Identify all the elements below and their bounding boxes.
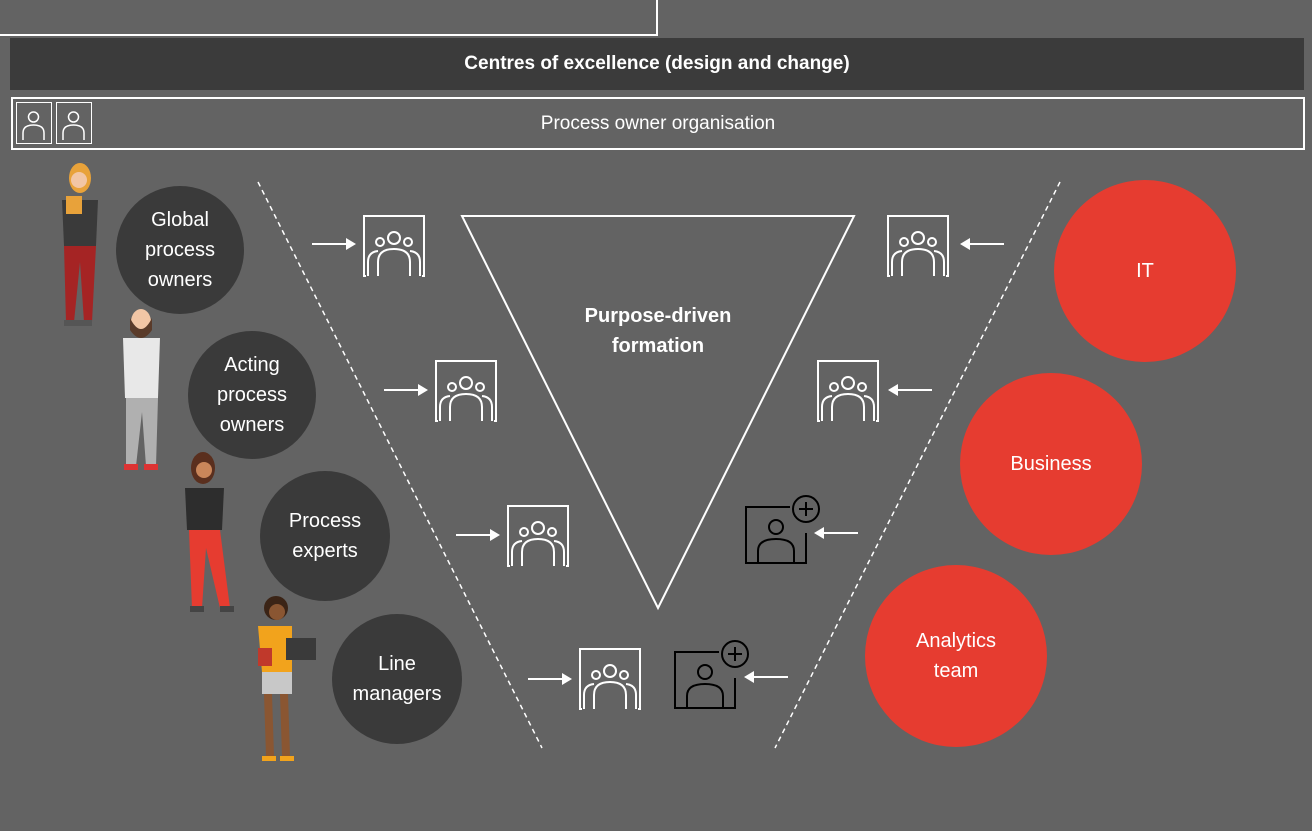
role-label: Line managers	[352, 653, 442, 705]
team-icon	[579, 648, 641, 712]
group-label: Analytics team	[915, 630, 997, 682]
arrow-right-icon	[527, 672, 573, 686]
person-icon	[56, 102, 92, 144]
role-circle-global-process-owners: Global process owners	[116, 186, 244, 314]
left-dashed-line	[257, 181, 543, 749]
person-illustration-woman-3	[258, 596, 316, 761]
right-dashed-line	[774, 181, 1061, 749]
process-owner-organisation-bar: Process owner organisation	[11, 97, 1305, 150]
arrow-left-icon	[959, 237, 1005, 251]
role-label: Process experts	[288, 510, 362, 562]
add-person-icon	[674, 640, 749, 709]
top-tab-outline	[0, 0, 658, 36]
group-circle-it: IT	[1054, 180, 1236, 362]
team-icon	[363, 215, 425, 279]
process-owner-organisation-label: Process owner organisation	[540, 112, 776, 134]
role-circle-process-experts: Process experts	[260, 471, 390, 601]
person-illustration-woman-2	[185, 452, 234, 612]
role-circle-line-managers: Line managers	[332, 614, 462, 744]
arrow-left-icon	[887, 383, 933, 397]
team-icon	[817, 360, 879, 424]
person-illustration-woman-1	[62, 163, 98, 326]
arrow-right-icon	[311, 237, 357, 251]
team-icon	[507, 505, 569, 569]
arrow-left-icon	[743, 670, 789, 684]
group-circle-business: Business	[960, 373, 1142, 555]
team-icon	[435, 360, 497, 424]
group-label: Business	[1010, 453, 1092, 475]
person-icon	[16, 102, 52, 144]
arrow-right-icon	[383, 383, 429, 397]
person-illustration-man	[123, 309, 160, 470]
team-icon	[887, 215, 949, 279]
centres-of-excellence-bar: Centres of excellence (design and change…	[10, 38, 1304, 90]
group-circle-analytics-team: Analytics team	[865, 565, 1047, 747]
role-label: Acting process owners	[216, 354, 288, 436]
add-person-icon	[745, 495, 820, 564]
group-label: IT	[1136, 260, 1154, 282]
role-circle-acting-process-owners: Acting process owners	[188, 331, 316, 459]
arrow-right-icon	[455, 528, 501, 542]
arrow-left-icon	[813, 526, 859, 540]
role-label: Global process owners	[144, 209, 216, 291]
central-triangle	[460, 215, 856, 611]
purpose-driven-formation-label: Purpose-driven formation	[584, 305, 732, 357]
centres-of-excellence-label: Centres of excellence (design and change…	[464, 53, 850, 74]
